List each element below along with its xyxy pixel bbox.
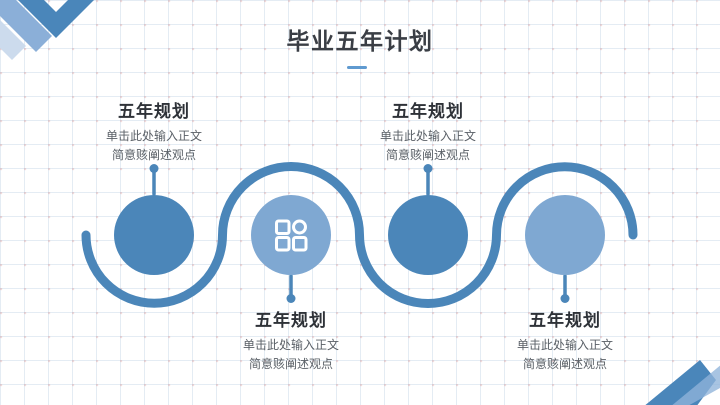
step-body-line-1: 单击此处输入正文 <box>105 129 202 143</box>
connector-dot <box>286 294 296 303</box>
corner-decoration-top-left <box>0 0 94 60</box>
step-heading: 五年规划 <box>529 311 601 330</box>
step-body-line-1: 单击此处输入正文 <box>516 338 613 352</box>
connector-dot <box>149 164 159 173</box>
step-text-block-4[interactable]: 五年规划 单击此处输入正文 简意赅阐述观点 <box>485 306 645 374</box>
step-heading: 五年规划 <box>118 102 190 121</box>
corner-ribbon-medium <box>0 0 52 52</box>
connector-dot <box>423 164 433 173</box>
step-text-block-2[interactable]: 五年规划 单击此处输入正文 简意赅阐述观点 <box>211 306 371 374</box>
apps-grid-icon <box>275 219 308 252</box>
connector-step-2 <box>286 274 296 303</box>
apps-grid-icon-square-br <box>292 236 308 252</box>
step-body-line-1: 单击此处输入正文 <box>242 338 339 352</box>
corner-ribbon-dark <box>18 0 94 38</box>
apps-grid-icon-circle-tr <box>292 219 307 235</box>
apps-grid-icon-square-bl <box>275 236 291 252</box>
corner-decoration-bottom-right <box>645 360 720 405</box>
step-heading: 五年规划 <box>392 102 464 121</box>
step-heading: 五年规划 <box>255 311 327 330</box>
step-text-block-3[interactable]: 五年规划 单击此处输入正文 简意赅阐述观点 <box>348 97 508 165</box>
apps-grid-icon-square-tl <box>275 219 291 235</box>
step-body-line-2: 简意赅阐述观点 <box>111 148 196 162</box>
timeline-wave <box>81 162 638 308</box>
title-underline <box>347 66 367 69</box>
connector-step-1 <box>149 164 159 196</box>
step-text-block-1[interactable]: 五年规划 单击此处输入正文 简意赅阐述观点 <box>74 97 234 165</box>
step-circle-4[interactable] <box>525 195 605 275</box>
step-body-line-1: 单击此处输入正文 <box>379 129 476 143</box>
step-circle-2[interactable] <box>251 195 331 275</box>
corner-band-light <box>672 365 720 405</box>
step-circle-3[interactable] <box>388 195 468 275</box>
slide-title[interactable]: 毕业五年计划 <box>286 28 434 54</box>
step-circle-1[interactable] <box>114 195 194 275</box>
connector-step-4 <box>560 274 570 303</box>
step-body-line-2: 简意赅阐述观点 <box>248 357 333 371</box>
corner-ribbon-pale <box>0 20 26 60</box>
connector-dot <box>560 294 570 303</box>
step-body-line-2: 简意赅阐述观点 <box>522 357 607 371</box>
step-body-line-2: 简意赅阐述观点 <box>385 148 470 162</box>
connector-step-3 <box>423 164 433 196</box>
